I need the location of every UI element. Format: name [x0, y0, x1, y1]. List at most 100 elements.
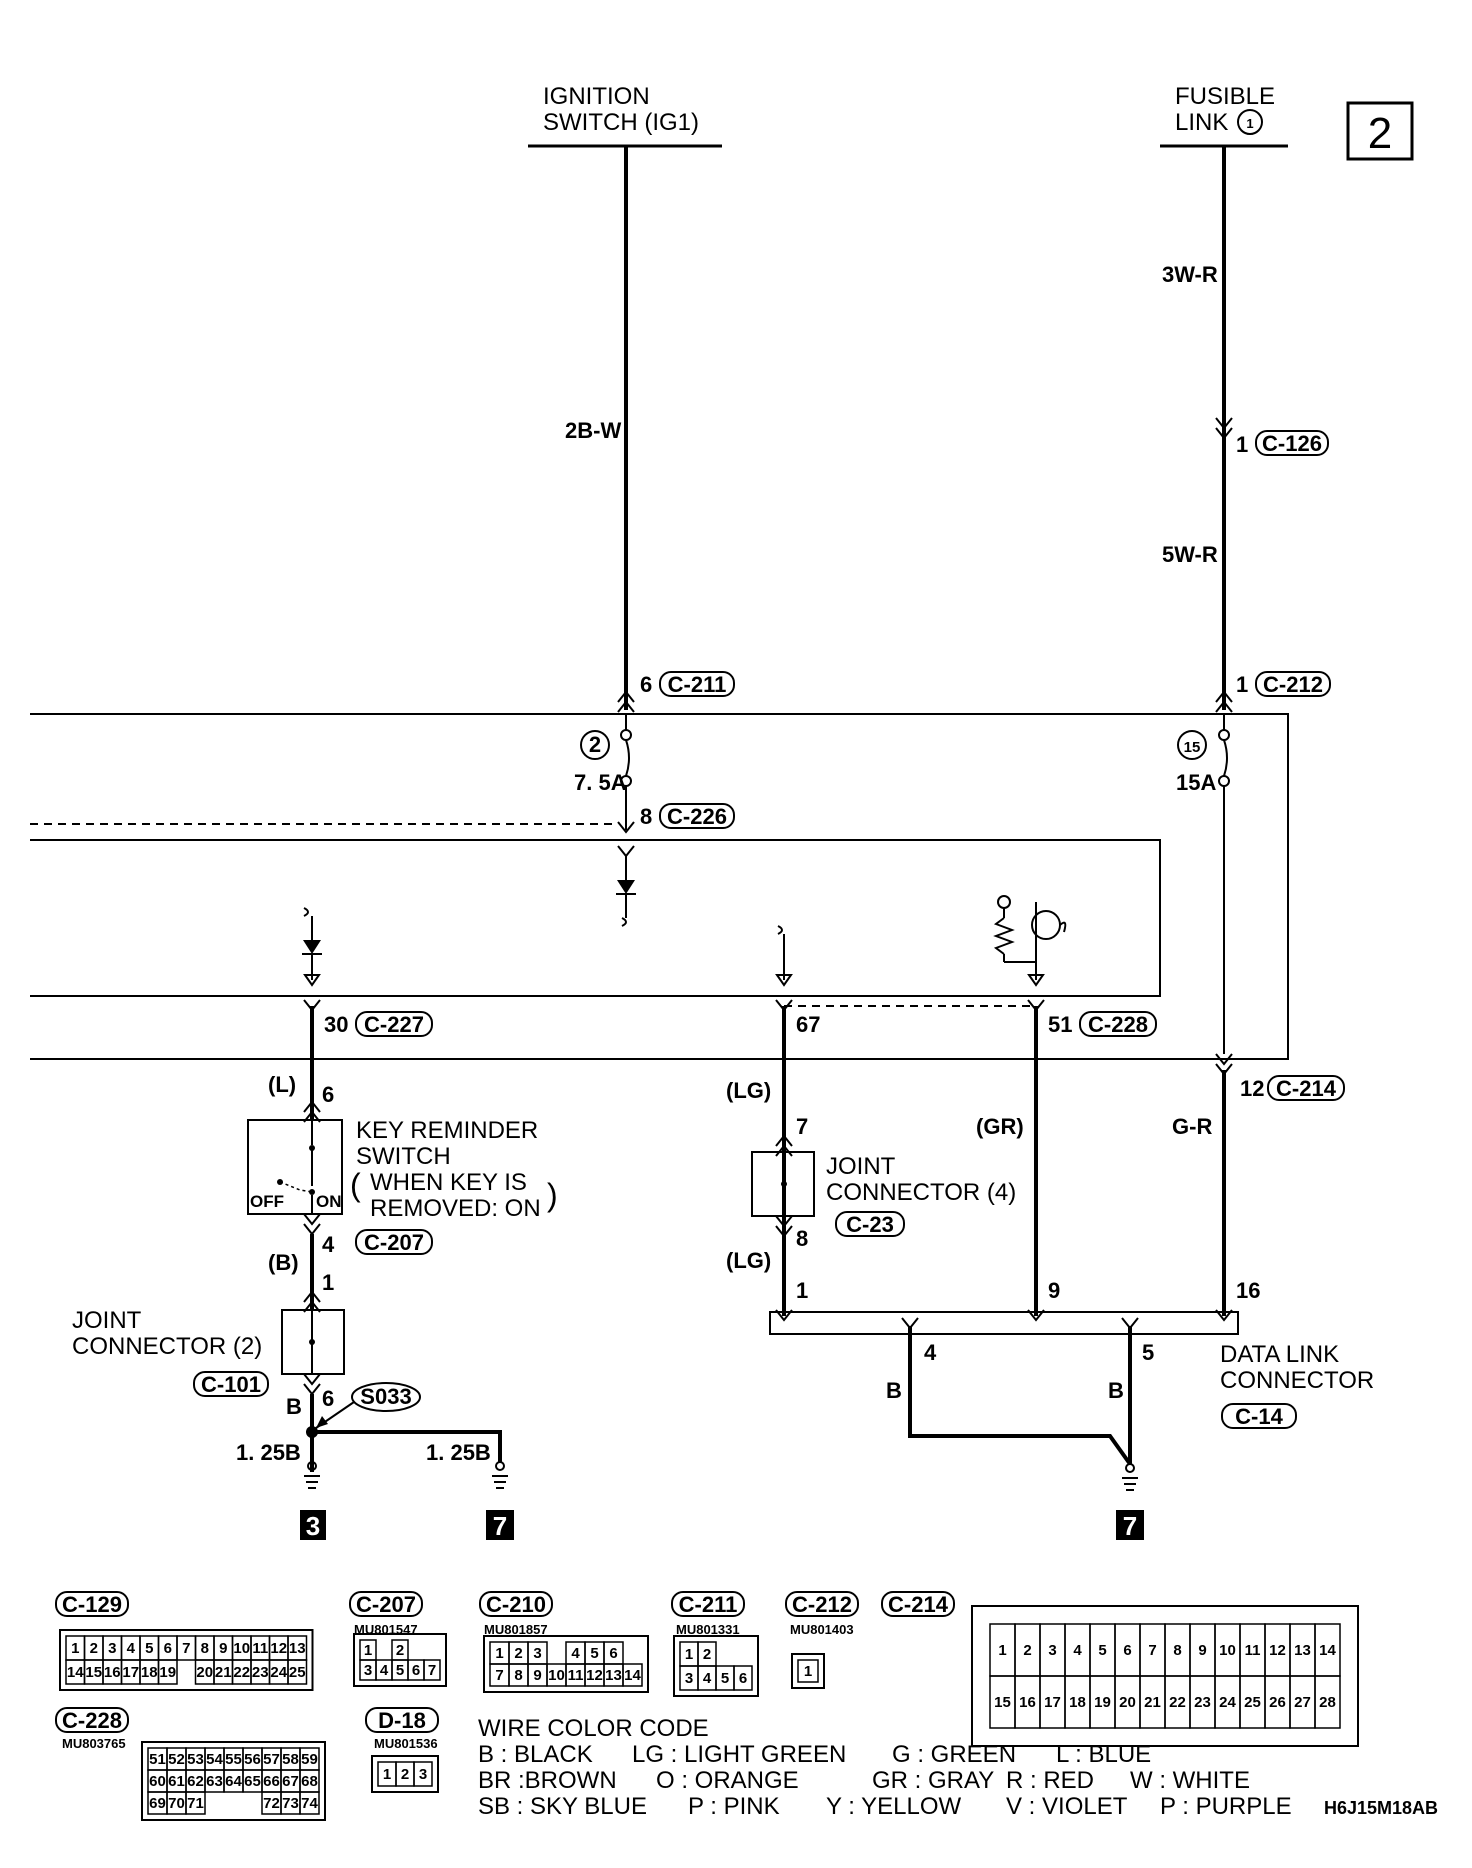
cv-c129-pin: 7	[182, 1640, 190, 1657]
cv-c214-pin: 5	[1098, 1642, 1106, 1659]
connector-views: C-129 C-207 MU801547 C-210 MU801857 C-21…	[55, 1591, 1359, 1821]
cv-c212-label: C-212	[792, 1592, 852, 1617]
cv-c211-pin: 5	[721, 1670, 729, 1687]
pin51-internal-circuit	[993, 895, 1067, 987]
cv-c207-pin: 3	[364, 1662, 372, 1679]
fusible-label-2: LINK	[1175, 109, 1228, 136]
cv-c211-pin: 6	[739, 1670, 747, 1687]
cv-c214-pin: 23	[1194, 1694, 1211, 1711]
fuse-15-number: 15	[1184, 739, 1201, 756]
joint2-pin-top: 1	[322, 1270, 334, 1295]
cv-d18-pin: 3	[419, 1766, 427, 1783]
wire-label-b-paren: (B)	[268, 1250, 299, 1275]
switch-on-label: ON	[316, 1192, 342, 1211]
cv-c129-pin: 5	[145, 1640, 153, 1657]
dlc-pin-5: 5	[1142, 1340, 1154, 1365]
wire-label-lg-2: (LG)	[726, 1248, 771, 1273]
cv-c210-cell	[622, 1663, 643, 1687]
cv-c129-pin: 14	[67, 1664, 84, 1681]
cv-c129-pin: 22	[233, 1664, 250, 1681]
cv-c212-part: MU801403	[790, 1622, 854, 1637]
wire-label-g-r: G-R	[1172, 1114, 1212, 1139]
key-switch-label-4: REMOVED: ON	[370, 1195, 541, 1222]
cv-c214-pin: 3	[1048, 1642, 1056, 1659]
wire-label-b-dlc5: B	[1108, 1378, 1124, 1403]
legend-r3-3: Y : YELLOW	[826, 1793, 962, 1820]
cv-c214-pin: 6	[1123, 1642, 1131, 1659]
legend-r2-2: O : ORANGE	[656, 1767, 799, 1794]
cv-d18-cell	[413, 1761, 433, 1787]
ignition-label-1: IGNITION	[543, 83, 650, 110]
cv-c214-pin: 21	[1144, 1694, 1161, 1711]
wire-label-3w-r: 3W-R	[1162, 262, 1218, 287]
legend-r2-4: R : RED	[1006, 1767, 1094, 1794]
fusible-link-source: FUSIBLE LINK 1	[1160, 83, 1288, 148]
cv-c214-pin: 14	[1319, 1642, 1336, 1659]
c226-label: C-226	[667, 804, 727, 829]
cv-c228-pin: 74	[301, 1795, 318, 1812]
c126-label: C-126	[1262, 431, 1322, 456]
cv-c211-pin: 2	[703, 1646, 711, 1663]
cv-c212-cell	[797, 1659, 819, 1683]
c212-pin: 1	[1236, 672, 1248, 697]
cv-c228-cell	[185, 1791, 206, 1815]
wire-label-b-dlc4: B	[886, 1378, 902, 1403]
cv-c210-pin: 10	[548, 1667, 565, 1684]
cv-c228-pin: 72	[263, 1795, 280, 1812]
cv-c228-pin: 64	[225, 1773, 242, 1790]
c228-pin-51: 51	[1048, 1012, 1072, 1037]
cv-c210-pin: 3	[533, 1645, 541, 1662]
key-switch-label-3: WHEN KEY IS	[370, 1169, 527, 1196]
cv-c214-pin: 1	[998, 1642, 1006, 1659]
cv-c210-label: C-210	[486, 1592, 546, 1617]
cv-c207-label: C-207	[356, 1592, 416, 1617]
cv-c214-pin: 24	[1219, 1694, 1236, 1711]
cv-c228-label: C-228	[62, 1708, 122, 1733]
c126-pin: 1	[1236, 432, 1248, 457]
cv-c228-pin: 58	[282, 1751, 299, 1768]
wire-label-125b-1: 1. 25B	[236, 1440, 301, 1465]
cv-c228-pin: 59	[301, 1751, 318, 1768]
splice-s033: S033	[360, 1384, 411, 1409]
cv-c207-body	[353, 1633, 447, 1687]
cv-c228-pin: 68	[301, 1773, 318, 1790]
switch-off-label: OFF	[250, 1192, 284, 1211]
cv-c207-cell	[423, 1659, 441, 1681]
ignition-switch-source: IGNITION SWITCH (IG1)	[528, 83, 722, 148]
cv-c214-pin: 9	[1198, 1642, 1206, 1659]
cv-c228-pin: 52	[168, 1751, 185, 1768]
cv-c228-pin: 51	[149, 1751, 166, 1768]
fuse-15-rating: 15A	[1176, 770, 1216, 795]
cv-c129-pin: 18	[141, 1664, 158, 1681]
cv-c214-pin: 2	[1023, 1642, 1031, 1659]
cv-c207-pin: 1	[364, 1642, 372, 1659]
cv-c210-pin: 14	[624, 1667, 641, 1684]
cv-c129-pin: 24	[270, 1664, 287, 1681]
dlc-pin-16: 16	[1236, 1278, 1260, 1303]
cv-c214-pin: 18	[1069, 1694, 1086, 1711]
cv-c210-pin: 12	[586, 1667, 603, 1684]
wire-label-5w-r: 5W-R	[1162, 542, 1218, 567]
key-reminder-switch: OFF ON	[247, 1119, 343, 1215]
cv-c228-pin: 66	[263, 1773, 280, 1790]
fuse-2: 2 7. 5A	[574, 714, 632, 830]
cv-c214-pin: 15	[994, 1694, 1011, 1711]
cv-c210-pin: 8	[514, 1667, 522, 1684]
cv-c228-pin: 67	[282, 1773, 299, 1790]
cv-c228-pin: 63	[206, 1773, 223, 1790]
cv-c129-pin: 20	[196, 1664, 213, 1681]
cv-c129-pin: 6	[164, 1640, 172, 1657]
cv-c210-pin: 7	[495, 1667, 503, 1684]
cv-c228-pin: 53	[187, 1751, 204, 1768]
cv-c228-pin: 65	[244, 1773, 261, 1790]
c228-pin-67: 67	[796, 1012, 820, 1037]
diode-pin30	[302, 907, 322, 987]
page-marker-box	[1346, 101, 1414, 161]
input-pin67-symbol	[775, 925, 793, 987]
key-switch-label-1: KEY REMINDER	[356, 1117, 538, 1144]
cv-c210-pin: 1	[495, 1645, 503, 1662]
cv-c129-pin: 23	[252, 1664, 269, 1681]
c101-label: C-101	[201, 1372, 261, 1397]
cv-c210-pin: 4	[571, 1645, 580, 1662]
